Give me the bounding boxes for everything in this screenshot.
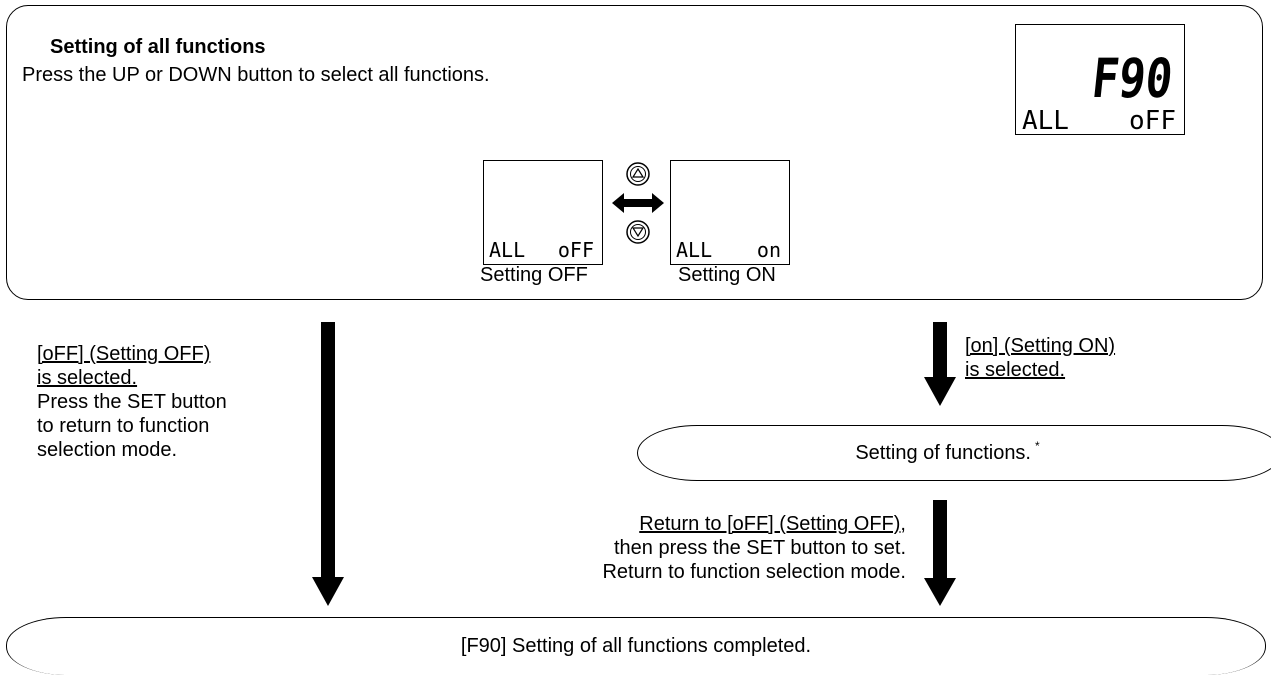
off-note-line5: selection mode. (37, 439, 178, 461)
all-functions-panel (6, 5, 1263, 300)
return-note-line1: Return to [oFF] (Setting OFF), (639, 513, 906, 535)
down-triangle-icon (626, 220, 650, 244)
up-triangle-icon (626, 162, 650, 186)
on-lcd-display: ALL on (670, 160, 790, 265)
up-down-selector (612, 162, 664, 244)
display-code: F90 (1089, 47, 1176, 110)
completion-box: [F90] Setting of all functions completed… (6, 617, 1266, 675)
off-lcd-display: ALL oFF (483, 160, 603, 265)
panel-subtitle: Press the UP or DOWN button to select al… (22, 64, 490, 86)
right-down-arrow (924, 322, 956, 406)
on-left-text: ALL (676, 238, 712, 262)
on-note-line2: is selected. (965, 359, 1066, 381)
return-note-line2: then press the SET button to set. (613, 537, 906, 559)
functions-box-text: Setting of functions. (855, 441, 1031, 464)
display-left-text: ALL (1022, 106, 1069, 136)
return-note-line3: Return to function selection mode. (602, 561, 906, 583)
off-note-line2: is selected. (37, 367, 138, 389)
on-note-line1: [on] (Setting ON) (965, 335, 1116, 357)
off-note-line3: Press the SET button (37, 391, 227, 413)
off-selected-note: [oFF] (Setting OFF) is selected. Press t… (37, 342, 227, 462)
completion-text: [F90] Setting of all functions completed… (460, 635, 812, 657)
off-left-text: ALL (489, 238, 525, 262)
on-caption: Setting ON (678, 264, 776, 286)
left-down-arrow (312, 322, 344, 606)
on-selected-note: [on] (Setting ON) is selected. (965, 334, 1115, 382)
display-right-text: oFF (1129, 106, 1176, 136)
return-down-arrow (924, 500, 956, 606)
off-note-line1: [oFF] (Setting OFF) (37, 343, 211, 365)
on-right-text: on (757, 238, 781, 262)
functions-box-mark: * (1035, 439, 1040, 453)
off-note-line4: to return to function (37, 415, 210, 437)
panel-title: Setting of all functions (50, 36, 266, 58)
functions-box: Setting of functions. * (637, 425, 1271, 481)
return-note: Return to [oFF] (Setting OFF), then pres… (420, 512, 906, 584)
off-caption: Setting OFF (480, 264, 588, 286)
main-lcd-display: F90 ALL oFF (1015, 24, 1185, 136)
double-arrow-icon (612, 193, 664, 213)
off-right-text: oFF (558, 238, 594, 262)
